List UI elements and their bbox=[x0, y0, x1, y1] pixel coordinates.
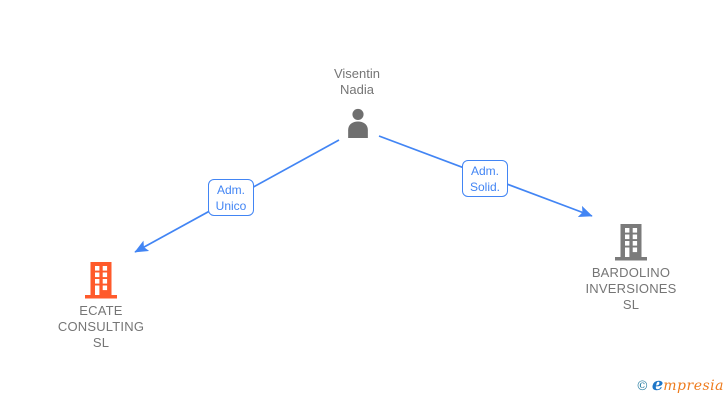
company-node-bardolino[interactable]: BARDOLINO INVERSIONES SL bbox=[561, 224, 701, 313]
company-node-name: BARDOLINO INVERSIONES SL bbox=[585, 265, 677, 312]
person-node-name[interactable]: Visentin Nadia bbox=[333, 66, 380, 97]
company-node-name: ECATE CONSULTING SL bbox=[57, 303, 145, 350]
edge-label-adm-unico: Adm. Unico bbox=[208, 179, 254, 216]
person-icon[interactable] bbox=[344, 108, 372, 138]
brand-initial: e bbox=[651, 374, 664, 395]
building-icon bbox=[85, 262, 117, 299]
edge-label-adm-solid: Adm. Solid. bbox=[462, 160, 508, 197]
company-node-ecate[interactable]: ECATE CONSULTING SL bbox=[31, 262, 171, 351]
copyright-symbol: © bbox=[635, 379, 649, 394]
empresia-logo[interactable]: © e mpresia bbox=[636, 374, 724, 395]
brand-rest: mpresia bbox=[663, 378, 724, 394]
building-icon bbox=[615, 224, 647, 261]
